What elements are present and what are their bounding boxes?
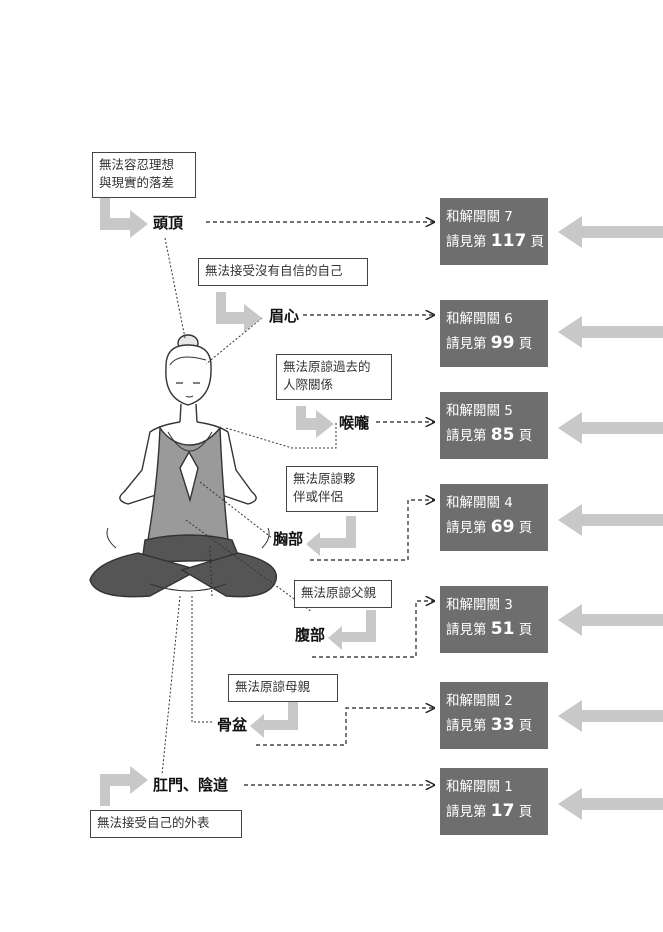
note-line: 與現實的落差: [99, 175, 175, 190]
note-line: 無法容忍理想: [99, 157, 175, 172]
gate-page-ref: 請見第 51 頁: [446, 619, 533, 639]
label-chest: 胸部: [272, 528, 305, 549]
note-line: 無法接受自己的外表: [97, 815, 210, 830]
pointer-lines: [161, 237, 337, 776]
gate-page-ref: 請見第 69 頁: [446, 517, 533, 537]
gate-box-5: 和解開關 5 請見第 85 頁: [440, 392, 548, 459]
note-crown: 無法容忍理想 與現實的落差: [92, 152, 196, 198]
gate-title: 和解開關 5: [446, 403, 513, 419]
label-belly: 腹部: [294, 624, 327, 645]
note-line: 無法原諒過去的: [283, 359, 371, 374]
gate-title: 和解開關 1: [446, 779, 513, 795]
gate-page-ref: 請見第 99 頁: [446, 333, 533, 353]
gate-page-ref: 請見第 17 頁: [446, 801, 533, 821]
label-root: 肛門、陰道: [152, 774, 230, 795]
note-line: 無法原諒父親: [301, 585, 377, 600]
gate-box-6: 和解開關 6 請見第 99 頁: [440, 300, 548, 367]
gate-title: 和解開關 3: [446, 597, 513, 613]
label-throat: 喉嚨: [338, 412, 371, 433]
note-pelvis: 無法原諒母親: [228, 674, 338, 702]
gate-box-4: 和解開關 4 請見第 69 頁: [440, 484, 548, 551]
note-belly: 無法原諒父親: [294, 580, 392, 608]
gate-box-1: 和解開關 1 請見第 17 頁: [440, 768, 548, 835]
note-line: 人際關係: [283, 377, 334, 392]
gate-title: 和解開關 6: [446, 311, 513, 327]
gate-box-7: 和解開關 7 請見第 117 頁: [440, 198, 548, 265]
note-arrows: [100, 198, 376, 806]
note-line: 無法原諒母親: [235, 679, 311, 694]
gate-page-ref: 請見第 85 頁: [446, 425, 533, 445]
label-brow: 眉心: [268, 305, 301, 326]
note-line: 無法原諒夥: [293, 471, 356, 486]
meditating-figure: [89, 334, 277, 598]
label-crown: 頭頂: [152, 212, 185, 233]
gate-box-2: 和解開關 2 請見第 33 頁: [440, 682, 548, 749]
gate-title: 和解開關 4: [446, 495, 513, 511]
gate-connectors: [206, 222, 434, 785]
note-line: 無法接受沒有自信的自己: [205, 263, 343, 278]
label-pelvis: 骨盆: [216, 714, 249, 735]
gate-title: 和解開關 2: [446, 693, 513, 709]
note-brow: 無法接受沒有自信的自己: [198, 258, 368, 286]
note-line: 伴或伴侶: [293, 489, 344, 504]
gate-title: 和解開關 7: [446, 209, 513, 225]
note-throat: 無法原諒過去的 人際關係: [276, 354, 392, 400]
note-chest: 無法原諒夥 伴或伴侶: [286, 466, 378, 512]
gate-page-ref: 請見第 117 頁: [446, 231, 545, 251]
gate-page-ref: 請見第 33 頁: [446, 715, 533, 735]
incoming-arrows: [558, 216, 663, 820]
gate-box-3: 和解開關 3 請見第 51 頁: [440, 586, 548, 653]
note-root: 無法接受自己的外表: [90, 810, 242, 838]
